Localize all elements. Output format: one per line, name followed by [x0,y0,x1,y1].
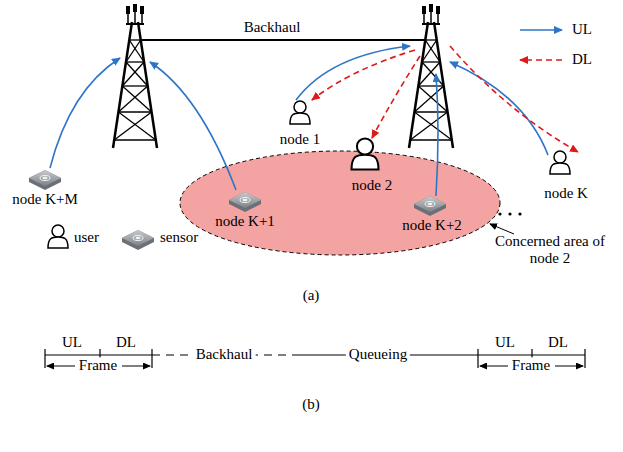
node-label: node K+2 [402,217,462,234]
panel-label: (b) [302,396,320,413]
segment-label: Queueing [346,346,410,363]
span-label: Frame [76,357,120,374]
legend-label: DL [572,51,592,68]
segment-label: DL [116,334,136,351]
segment-label: UL [62,334,82,351]
segment-label: DL [548,334,568,351]
node-label: node K+M [12,191,78,208]
segment-label: Backhaul [193,346,256,363]
legend-label: UL [572,21,592,38]
node-label: node K [544,185,588,202]
legend-label: user [74,229,99,246]
panel-label: (a) [303,287,320,304]
node-label: node K+1 [215,213,275,230]
node-label: node 1 [280,131,320,148]
link-label: Backhaul [244,19,301,36]
callout-label: Concerned area of node 2 [494,233,606,268]
segment-label: UL [495,334,515,351]
span-label: Frame [509,357,553,374]
node-label: node 2 [352,177,392,194]
legend-label: sensor [160,229,198,246]
